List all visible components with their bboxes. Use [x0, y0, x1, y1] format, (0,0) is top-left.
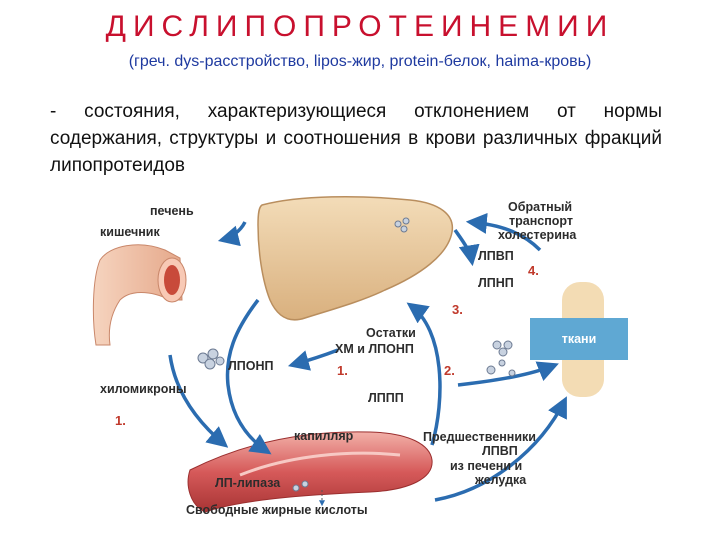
liver-label: печень	[150, 204, 194, 218]
precursors-label-1: Предшественники	[423, 430, 536, 444]
intestine-label: кишечник	[100, 225, 160, 239]
tissue-cell-icon	[530, 282, 628, 397]
etymology-subtitle: (греч. dys-расстройство, lipos-жир, prot…	[128, 53, 592, 70]
precursors-label-2: ЛПВП	[482, 444, 518, 458]
precursors-label-3: из печени и	[450, 459, 522, 473]
precursors-label-4: желудка	[474, 473, 527, 487]
remnants-label-1: Остатки	[366, 326, 416, 340]
definition-text: - состояния, характеризующиеся отклонени…	[50, 101, 662, 176]
liver-icon	[257, 195, 454, 321]
transport-arrows	[168, 212, 567, 502]
reverse-transport-label-2: транспорт	[509, 214, 573, 228]
step-1-remnants: 1.	[337, 363, 348, 378]
step-2: 2.	[444, 363, 455, 378]
remnants-label-2: ХМ и ЛПОНП	[335, 342, 414, 356]
chylomicrons-label: хиломикроны	[100, 382, 187, 396]
reverse-transport-label-3: холестерина	[498, 228, 577, 242]
hdl-label: ЛПВП	[478, 249, 514, 263]
page-title: ДИСЛИПОПРОТЕИНЕМИИ	[105, 10, 615, 43]
step-4: 4.	[528, 263, 539, 278]
vldl-label: ЛПОНП	[228, 359, 274, 373]
idl-label: ЛППП	[368, 391, 404, 405]
lipase-label: ЛП-липаза	[215, 476, 281, 490]
step-1-chylomicrons: 1.	[115, 413, 126, 428]
step-3: 3.	[452, 302, 463, 317]
tissues-label: ткани	[562, 332, 597, 346]
reverse-transport-label-1: Обратный	[508, 200, 572, 214]
capillary-label: капилляр	[294, 429, 354, 443]
fatty-acids-label: Свободные жирные кислоты	[186, 503, 368, 517]
lipoprotein-particle-icon	[197, 217, 516, 492]
ldl-label: ЛПНП	[478, 276, 514, 290]
intestine-icon	[92, 244, 187, 346]
